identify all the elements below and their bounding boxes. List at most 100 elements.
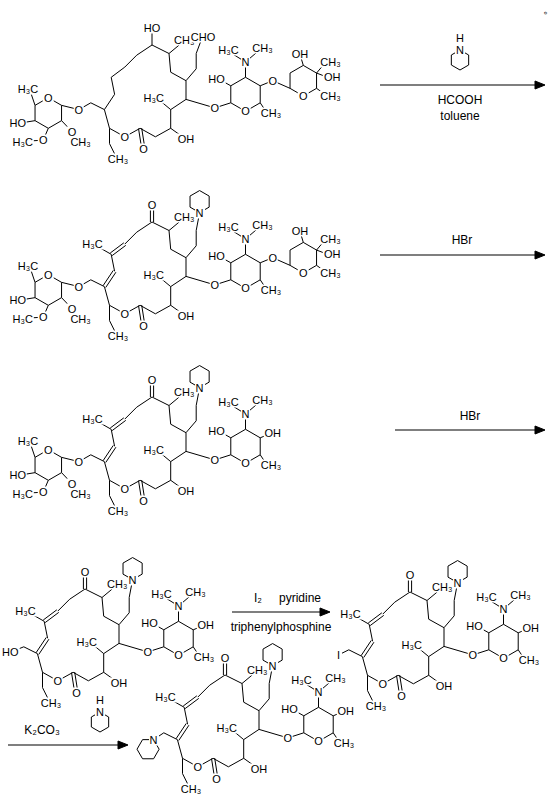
bond-line bbox=[460, 65, 469, 70]
atom-label: O bbox=[405, 570, 416, 581]
atom-label: O bbox=[43, 92, 54, 103]
atom-label: CH₃ bbox=[319, 57, 341, 68]
bond-line bbox=[152, 397, 169, 406]
atom-label: HO bbox=[1, 646, 20, 657]
atom-label: O bbox=[396, 690, 407, 701]
atom-label: I bbox=[336, 649, 341, 660]
atom-label: O bbox=[80, 567, 91, 578]
bond-line bbox=[88, 672, 103, 681]
bond-line bbox=[429, 619, 444, 628]
atom-label: O bbox=[38, 312, 49, 323]
bond-line bbox=[259, 711, 260, 730]
bond-line bbox=[290, 250, 291, 265]
bond-line bbox=[400, 675, 403, 691]
atom-label: CH₃ bbox=[193, 652, 215, 663]
atom-label: HO bbox=[143, 23, 162, 34]
atom-label: OH bbox=[177, 310, 196, 321]
bond-line bbox=[518, 633, 519, 650]
bond-line bbox=[186, 258, 187, 277]
bond-line bbox=[104, 643, 119, 653]
bond-line bbox=[91, 280, 105, 287]
atom-label: O bbox=[240, 458, 251, 469]
bond-line bbox=[61, 105, 62, 120]
atom-label: CH₃ bbox=[319, 268, 341, 279]
bond-line bbox=[182, 758, 183, 773]
bond-line bbox=[123, 558, 133, 564]
bond-line bbox=[137, 222, 152, 232]
atom-label: H₃C bbox=[81, 239, 103, 250]
atom-label: N bbox=[241, 234, 251, 245]
bond-line bbox=[177, 740, 182, 759]
atom-label: CH₃ bbox=[69, 136, 91, 147]
atom-label: N bbox=[174, 601, 184, 612]
bond-line bbox=[319, 707, 334, 716]
bond-line bbox=[163, 630, 164, 647]
bond-line bbox=[190, 196, 191, 207]
bond-line bbox=[369, 624, 372, 641]
atom-label: H₃C bbox=[143, 92, 165, 103]
bond-line bbox=[48, 298, 61, 306]
atom-label: N bbox=[453, 577, 463, 588]
bond-line bbox=[36, 637, 46, 652]
bond-line bbox=[91, 717, 92, 727]
atom-label: CH₃ bbox=[173, 386, 195, 397]
bond-line bbox=[179, 621, 194, 630]
bond-line bbox=[458, 561, 468, 567]
bond-line bbox=[109, 305, 110, 320]
arrow-head bbox=[118, 741, 128, 749]
bond-line bbox=[137, 740, 143, 750]
bond-line bbox=[91, 103, 105, 110]
bond-line bbox=[395, 592, 410, 602]
bond-line bbox=[43, 688, 48, 698]
bond-line bbox=[427, 601, 429, 620]
bond-line bbox=[231, 254, 246, 262]
atom-label: N bbox=[149, 734, 159, 745]
bond-line bbox=[200, 191, 210, 197]
atom-label: O bbox=[143, 646, 154, 657]
atom-label: O bbox=[498, 653, 509, 664]
bond-line bbox=[454, 601, 455, 616]
bond-line bbox=[184, 707, 187, 724]
reaction-arrow bbox=[380, 254, 537, 255]
atom-label: O bbox=[468, 649, 479, 660]
atom-label: O bbox=[138, 495, 149, 506]
bond-line bbox=[104, 94, 114, 109]
atom-label: O bbox=[378, 678, 389, 689]
atom-label: O bbox=[193, 761, 204, 772]
bond-line bbox=[468, 55, 469, 65]
bond-line bbox=[42, 672, 43, 687]
reaction-arrow bbox=[395, 429, 537, 430]
atom-label: CHO bbox=[190, 31, 216, 42]
atom-label: N bbox=[95, 707, 105, 718]
atom-label: O bbox=[210, 454, 221, 465]
bond-line bbox=[186, 246, 196, 258]
atom-label: CH₃ bbox=[184, 587, 206, 598]
atom-label: OH bbox=[196, 619, 215, 630]
atom-label: HO bbox=[140, 618, 159, 629]
atom-label: H₃C bbox=[81, 414, 103, 425]
atom-label: O bbox=[173, 650, 184, 661]
bond-line bbox=[198, 685, 210, 697]
bond-line bbox=[342, 650, 349, 653]
atom-label: O bbox=[138, 320, 149, 331]
atom-label: OH bbox=[110, 677, 129, 688]
atom-label: OH bbox=[177, 485, 196, 496]
atom-label: CH₃ bbox=[173, 211, 195, 222]
bond-line bbox=[488, 633, 489, 650]
bond-line bbox=[152, 45, 169, 54]
bond-line bbox=[230, 263, 231, 280]
atom-label: O bbox=[147, 200, 158, 211]
bond-line bbox=[290, 242, 303, 250]
bond-line bbox=[169, 231, 171, 250]
bond-line bbox=[111, 254, 114, 271]
bond-line bbox=[48, 121, 61, 129]
atom-label: H₃C bbox=[17, 436, 39, 447]
bond-line bbox=[48, 473, 61, 481]
bond-line bbox=[282, 649, 283, 660]
atom-label: O bbox=[220, 653, 231, 664]
bond-line bbox=[104, 287, 109, 306]
atom-label: CH₃ bbox=[365, 700, 387, 711]
atom-label: O bbox=[43, 444, 54, 455]
atom-label: N bbox=[195, 382, 205, 393]
bond-line bbox=[260, 263, 261, 280]
